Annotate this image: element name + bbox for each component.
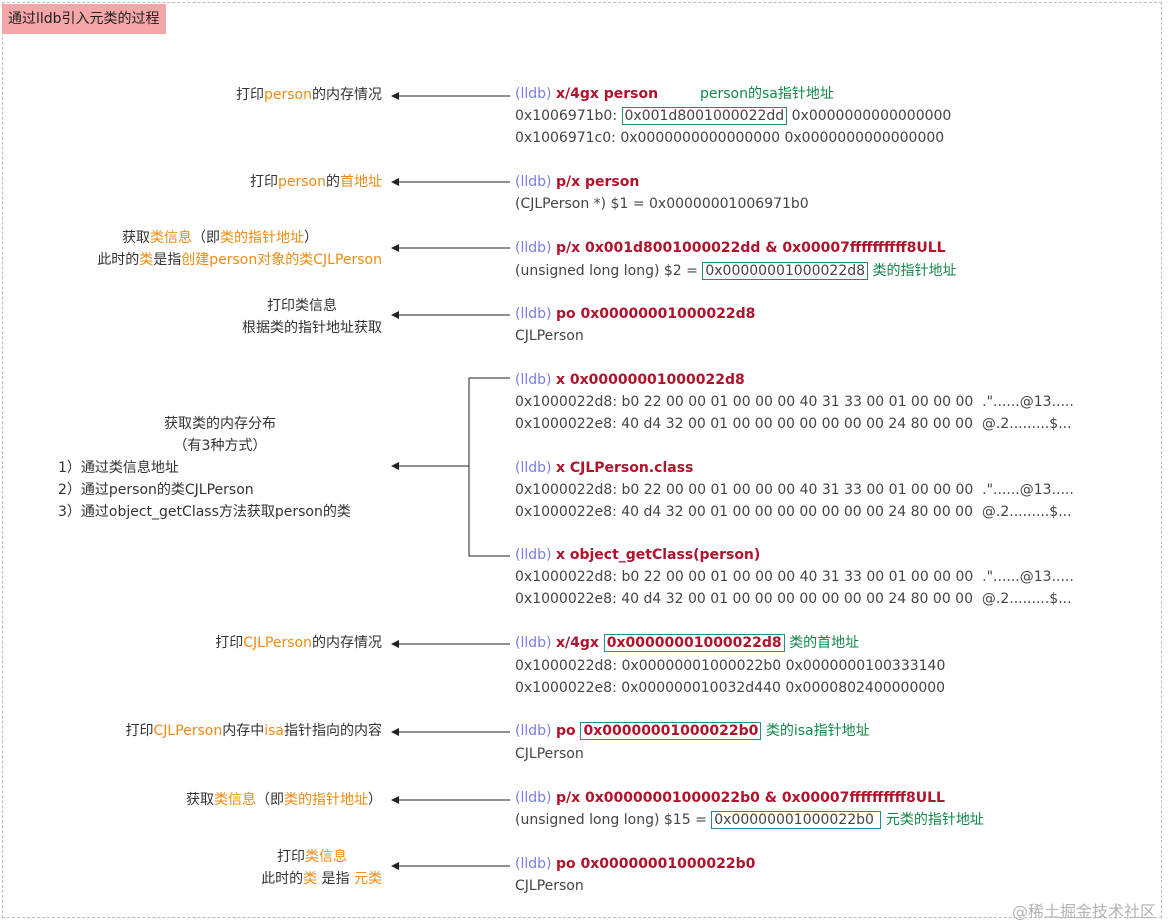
r5-left-line2: （有3种方式） — [173, 438, 267, 454]
r5-block2-output-2: 0x1000022e8: 40 d4 32 00 01 00 00 00 00 … — [515, 504, 1072, 520]
title-badge: 通过lldb引入元类的过程 — [2, 4, 166, 34]
r6-output-1: 0x1000022d8: 0x00000001000022b0 0x000000… — [515, 658, 946, 674]
r9-left-line1: 打印类信息 — [277, 849, 347, 865]
r9-left-line2: 此时的类 是指 元类 — [261, 871, 382, 887]
r1-output-1: 0x1006971b0: 0x001d8001000022dd 0x000000… — [515, 107, 952, 125]
r7-output-1: CJLPerson — [515, 746, 584, 762]
r3-output-1: (unsigned long long) $2 = 0x000000010000… — [515, 262, 957, 280]
r5-left-line1: 获取类的内存分布 — [164, 416, 276, 432]
r5-block2-output-1: 0x1000022d8: b0 22 00 00 01 00 00 00 40 … — [515, 482, 1074, 498]
r5-block3-output-1: 0x1000022d8: b0 22 00 00 01 00 00 00 40 … — [515, 569, 1074, 585]
r1-isa-box: 0x001d8001000022dd — [621, 107, 788, 125]
r5-block1-output-2: 0x1000022e8: 40 d4 32 00 01 00 00 00 00 … — [515, 416, 1072, 432]
r6-left-label: 打印CJLPerson的内存情况 — [215, 635, 382, 651]
r4-command-line: (lldb) po 0x00000001000022d8 — [515, 306, 756, 322]
r2-output-1: (CJLPerson *) $1 = 0x00000001006971b0 — [515, 196, 809, 212]
r3-class-pointer-box: 0x00000001000022d8 — [702, 262, 869, 280]
r6-command-line: (lldb) x/4gx 0x00000001000022d8 类的首地址 — [515, 634, 860, 652]
r7-address-box: 0x00000001000022b0 — [580, 722, 762, 740]
r4-output-1: CJLPerson — [515, 328, 584, 344]
r7-command-line: (lldb) po 0x00000001000022b0 类的isa指针地址 — [515, 722, 870, 740]
r5-block2-command: (lldb) x CJLPerson.class — [515, 460, 694, 476]
r9-output-1: CJLPerson — [515, 878, 584, 894]
watermark: @稀土掘金技术社区 — [1011, 902, 1156, 921]
r4-left-line2: 根据类的指针地址获取 — [242, 320, 382, 336]
r1-annotation: person的sa指针地址 — [700, 86, 834, 102]
r5-method-3: 3）通过object_getClass方法获取person的类 — [58, 504, 351, 520]
r1-command-line: (lldb) x/4gx person — [515, 86, 659, 102]
r4-left-line1: 打印类信息 — [267, 298, 337, 314]
r5-method-2: 2）通过person的类CJLPerson — [58, 482, 254, 498]
r6-address-box: 0x00000001000022d8 — [603, 634, 785, 652]
r3-command-line: (lldb) p/x 0x001d8001000022dd & 0x00007f… — [515, 240, 946, 256]
r3-left-line2: 此时的类是指创建person对象的类CJLPerson — [97, 252, 382, 268]
bracket-r5 — [468, 377, 510, 557]
r1-left-label: 打印person的内存情况 — [236, 87, 382, 103]
r2-command-line: (lldb) p/x person — [515, 174, 640, 190]
r8-command-line: (lldb) p/x 0x00000001000022b0 & 0x00007f… — [515, 790, 945, 806]
r5-method-1: 1）通过类信息地址 — [58, 460, 179, 476]
r6-output-2: 0x1000022e8: 0x000000010032d440 0x000080… — [515, 680, 946, 696]
r7-left-label: 打印CJLPerson内存中isa指针指向的内容 — [125, 723, 382, 739]
r5-block1-output-1: 0x1000022d8: b0 22 00 00 01 00 00 00 40 … — [515, 394, 1074, 410]
r5-block3-output-2: 0x1000022e8: 40 d4 32 00 01 00 00 00 00 … — [515, 591, 1072, 607]
r8-output-1: (unsigned long long) $15 = 0x00000001000… — [515, 811, 984, 829]
r9-command-line: (lldb) po 0x00000001000022b0 — [515, 856, 756, 872]
r8-left-label: 获取类信息（即类的指针地址） — [186, 792, 382, 808]
r2-left-label: 打印person的首地址 — [250, 174, 382, 190]
r8-metaclass-box: 0x00000001000022b0 — [711, 811, 882, 829]
r5-block1-command: (lldb) x 0x00000001000022d8 — [515, 372, 745, 388]
r5-block3-command: (lldb) x object_getClass(person) — [515, 547, 761, 563]
r1-output-2: 0x1006971c0: 0x0000000000000000 0x000000… — [515, 130, 945, 146]
r3-left-line1: 获取类信息（即类的指针地址） — [122, 230, 318, 246]
